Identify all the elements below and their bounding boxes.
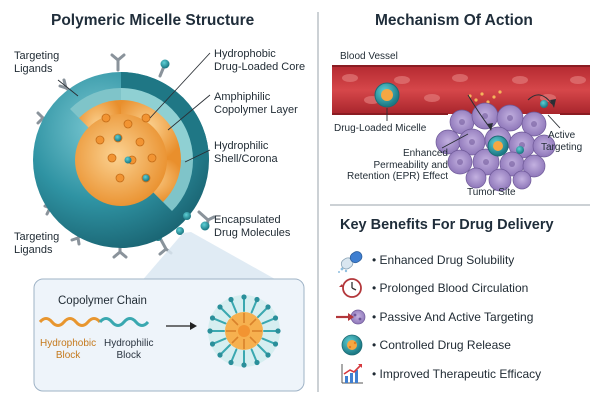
blood-vessel [332, 65, 590, 115]
hydrophilic-block-label: Hydrophilic Block [104, 338, 154, 361]
hydrophilic-chain [98, 317, 150, 327]
blood-vessel-label: Blood Vessel [340, 51, 398, 62]
vessel-micelle-icon [374, 82, 400, 108]
benefit-item-solubility: • Enhanced Drug Solubility [372, 253, 515, 267]
clock-icon [339, 278, 362, 298]
micelle-icon [341, 334, 363, 356]
targeting-ligands-top-label: Targeting Ligands [14, 50, 60, 75]
benefit-item-circulation: • Prolonged Blood Circulation [372, 281, 529, 295]
benefit-item-release: • Controlled Drug Release [372, 338, 511, 352]
targeting-ligands-bottom-label: Targeting Ligands [14, 231, 60, 256]
tumor-site-label: Tumor Site [467, 187, 516, 198]
hydrophobic-core-label: Hydrophobic Drug-Loaded Core [214, 48, 306, 73]
amphiphilic-layer-label: Amphiphilic Copolymer Layer [214, 91, 298, 116]
drug-molecule-legend-dot [200, 221, 210, 231]
zoom-cone [140, 232, 282, 283]
capsule-icon [338, 251, 363, 273]
encapsulated-drug-label: Encapsulated Drug Molecules [214, 214, 291, 239]
hydrophobic-chain [38, 317, 102, 327]
right-panel-title: Mechanism Of Action [375, 12, 533, 29]
benefit-item-efficacy: • Improved Therapeutic Efficacy [372, 367, 542, 381]
target-arrow-icon [336, 309, 366, 325]
epr-effect-label: Enhanced Permeability and Retention (EPR… [347, 148, 448, 182]
hydrophobic-block-label: Hydrophobic Block [40, 338, 97, 361]
mini-micelle-icon [207, 294, 281, 368]
left-panel-title: Polymeric Micelle Structure [51, 12, 255, 29]
arrow-right-icon [190, 322, 197, 330]
copolymer-chain-title: Copolymer Chain [58, 295, 147, 307]
benefit-item-targeting: • Passive And Active Targeting [372, 310, 534, 324]
growth-chart-icon [341, 364, 363, 384]
active-targeting-label: Active Targeting [541, 130, 583, 153]
benefits-title: Key Benefits For Drug Delivery [340, 217, 554, 233]
drug-loaded-micelle-label: Drug-Loaded Micelle [334, 123, 427, 134]
tumor-cluster [435, 100, 556, 192]
micelle-sphere [33, 53, 216, 259]
hydrophilic-shell-label: Hydrophilic Shell/Corona [214, 140, 278, 165]
